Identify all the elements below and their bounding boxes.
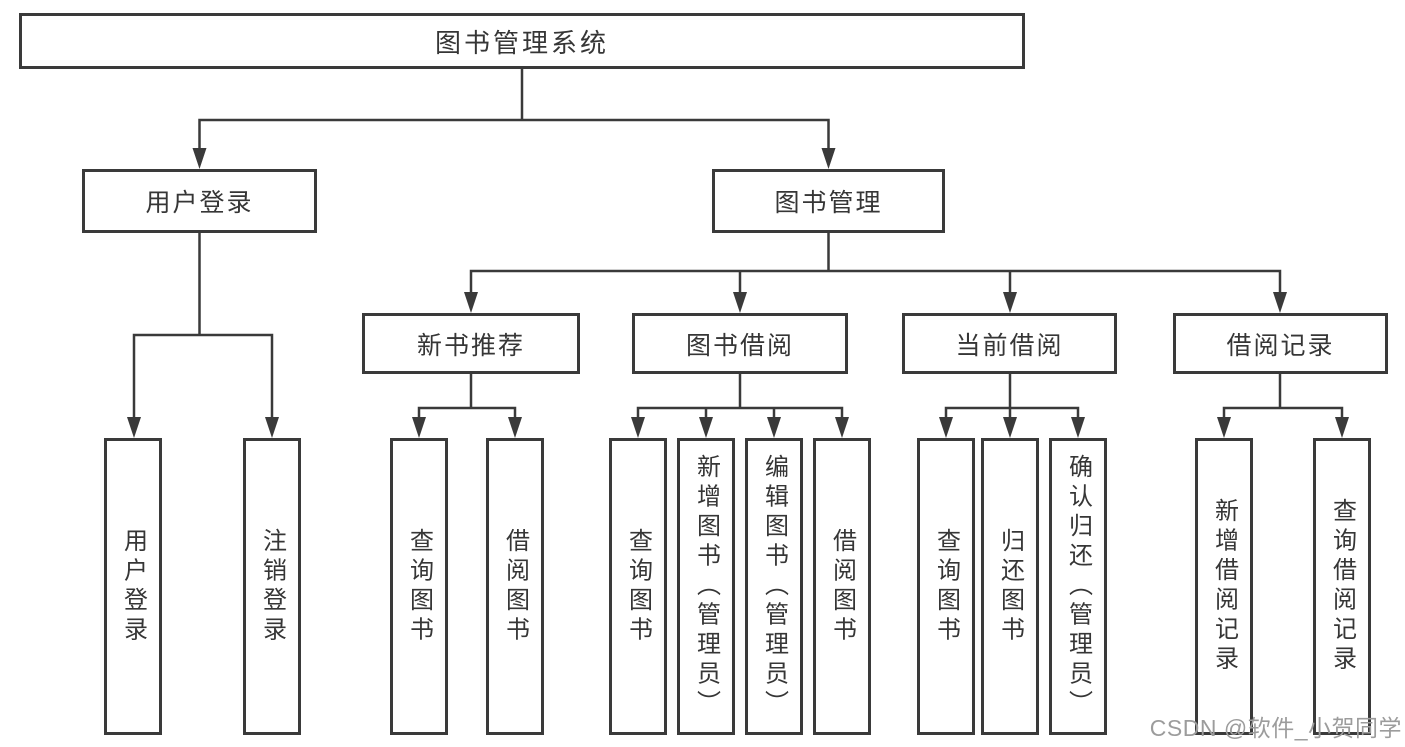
node-book-borrowing: 图书借阅	[632, 313, 848, 374]
node-borrowing-records: 借阅记录	[1173, 313, 1388, 374]
leaf-add-book-admin: 新增图书（管理员）	[677, 438, 735, 735]
csdn-watermark: CSDN @软件_小贺同学	[1149, 715, 1402, 741]
node-root: 图书管理系统	[19, 13, 1025, 69]
leaf-query-books-borrowing: 查询图书	[609, 438, 667, 735]
leaf-user-login: 用户登录	[104, 438, 162, 735]
leaf-confirm-return-admin: 确认归还（管理员）	[1049, 438, 1107, 735]
node-book-management: 图书管理	[712, 169, 945, 233]
leaf-add-borrow-record: 新增借阅记录	[1195, 438, 1253, 735]
leaf-query-books-current: 查询图书	[917, 438, 975, 735]
leaf-query-borrow-record: 查询借阅记录	[1313, 438, 1371, 735]
leaf-borrow-books-borrowing: 借阅图书	[813, 438, 871, 735]
leaf-edit-book-admin: 编辑图书（管理员）	[745, 438, 803, 735]
node-new-book-recommendation: 新书推荐	[362, 313, 580, 374]
leaf-borrow-books-recommend: 借阅图书	[486, 438, 544, 735]
leaf-query-books-recommend: 查询图书	[390, 438, 448, 735]
arrowheads	[127, 148, 1349, 438]
node-user-login: 用户登录	[82, 169, 317, 233]
tree-edges	[132, 67, 1344, 422]
leaf-return-books: 归还图书	[981, 438, 1039, 735]
leaf-logout: 注销登录	[243, 438, 301, 735]
node-current-borrowing: 当前借阅	[902, 313, 1117, 374]
